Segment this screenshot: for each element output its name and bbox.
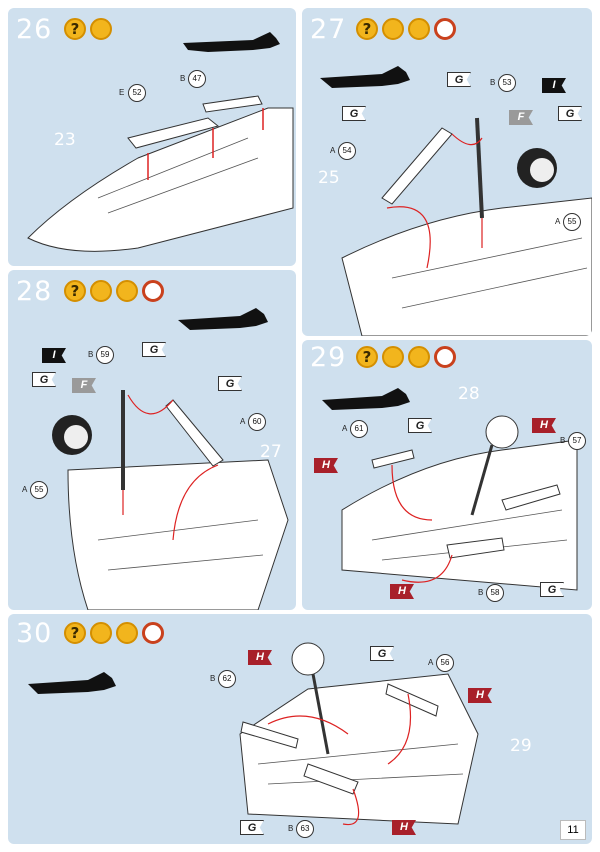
- part-callout: 59: [96, 346, 114, 364]
- step-number: 29: [310, 342, 347, 373]
- clock-icon: [434, 18, 456, 40]
- step-30-panel: 30 ? 29 B 62 A 56 B 63 H G H G H: [8, 614, 592, 844]
- color-flag: H: [468, 688, 492, 703]
- color-flag: H: [532, 418, 556, 433]
- part-letter: B: [288, 824, 294, 833]
- step-26-drawing: [27, 32, 294, 252]
- step-number: 26: [16, 14, 53, 45]
- question-icon: ?: [64, 622, 86, 644]
- color-flag: G: [342, 106, 366, 121]
- color-flag: H: [314, 458, 338, 473]
- paint-brush-icon: [408, 18, 430, 40]
- part-letter: A: [555, 217, 561, 226]
- part-callout: 53: [498, 74, 516, 92]
- question-icon: ?: [64, 280, 86, 302]
- part-callout: 54: [338, 142, 356, 160]
- part-letter: B: [210, 674, 216, 683]
- clock-icon: [142, 622, 164, 644]
- step-29-drawing: [322, 388, 578, 591]
- step-28-panel: 28 ? 27 B 59 A 60 A 55 I G F G G: [8, 270, 296, 610]
- page-number: 11: [560, 820, 586, 840]
- part-letter: B: [88, 350, 94, 359]
- part-letter: A: [330, 146, 336, 155]
- clock-icon: [434, 346, 456, 368]
- part-letter: B: [478, 588, 484, 597]
- glue-icon: [90, 280, 112, 302]
- part-letter: B: [490, 78, 496, 87]
- question-icon: ?: [356, 18, 378, 40]
- step-29-panel: 29 ? 28 A 61 B 57 B 58 G H H H G: [302, 340, 592, 610]
- part-letter: A: [342, 424, 348, 433]
- color-flag: H: [392, 820, 416, 835]
- part-letter: A: [22, 485, 28, 494]
- question-icon: ?: [64, 18, 86, 40]
- color-flag: I: [542, 78, 566, 93]
- glue-icon: [382, 18, 404, 40]
- part-letter: B: [180, 74, 186, 83]
- clock-icon: [142, 280, 164, 302]
- subassembly-label: 25: [318, 168, 340, 188]
- glue-icon: [382, 346, 404, 368]
- part-callout: 63: [296, 820, 314, 838]
- part-callout: 60: [248, 413, 266, 431]
- subassembly-label: 27: [260, 442, 282, 462]
- step-number: 28: [16, 276, 53, 307]
- part-letter: B: [560, 436, 566, 445]
- subassembly-label: 29: [510, 736, 532, 756]
- glue-icon: [90, 18, 112, 40]
- paint-brush-icon: [116, 280, 138, 302]
- part-callout: 57: [568, 432, 586, 450]
- paint-brush-icon: [116, 622, 138, 644]
- step-number: 27: [310, 14, 347, 45]
- color-flag: I: [42, 348, 66, 363]
- part-letter: A: [428, 658, 434, 667]
- step-27-panel: 27 ? 25 B 53 A 54 A 55 G G F I G: [302, 8, 592, 336]
- part-callout: 52: [128, 84, 146, 102]
- part-callout: 62: [218, 670, 236, 688]
- step-30-drawing: [28, 642, 479, 826]
- part-letter: E: [119, 88, 125, 97]
- part-letter: A: [240, 417, 246, 426]
- color-flag: G: [370, 646, 394, 661]
- step-26-panel: 26 ? 23 E 52 B 47: [8, 8, 296, 266]
- color-flag: F: [72, 378, 96, 393]
- subassembly-label: 23: [54, 130, 76, 150]
- color-flag: F: [509, 110, 533, 125]
- paint-brush-icon: [408, 346, 430, 368]
- part-callout: 58: [486, 584, 504, 602]
- part-callout: 47: [188, 70, 206, 88]
- step-27-drawing: [320, 66, 592, 336]
- color-flag: H: [248, 650, 272, 665]
- part-callout: 55: [30, 481, 48, 499]
- color-flag: G: [240, 820, 264, 835]
- part-callout: 61: [350, 420, 368, 438]
- glue-icon: [90, 622, 112, 644]
- part-callout: 55: [563, 213, 581, 231]
- question-icon: ?: [356, 346, 378, 368]
- step-28-drawing: [52, 308, 289, 610]
- color-flag: H: [390, 584, 414, 599]
- step-number: 30: [16, 618, 53, 649]
- subassembly-label: 28: [458, 384, 480, 404]
- part-callout: 56: [436, 654, 454, 672]
